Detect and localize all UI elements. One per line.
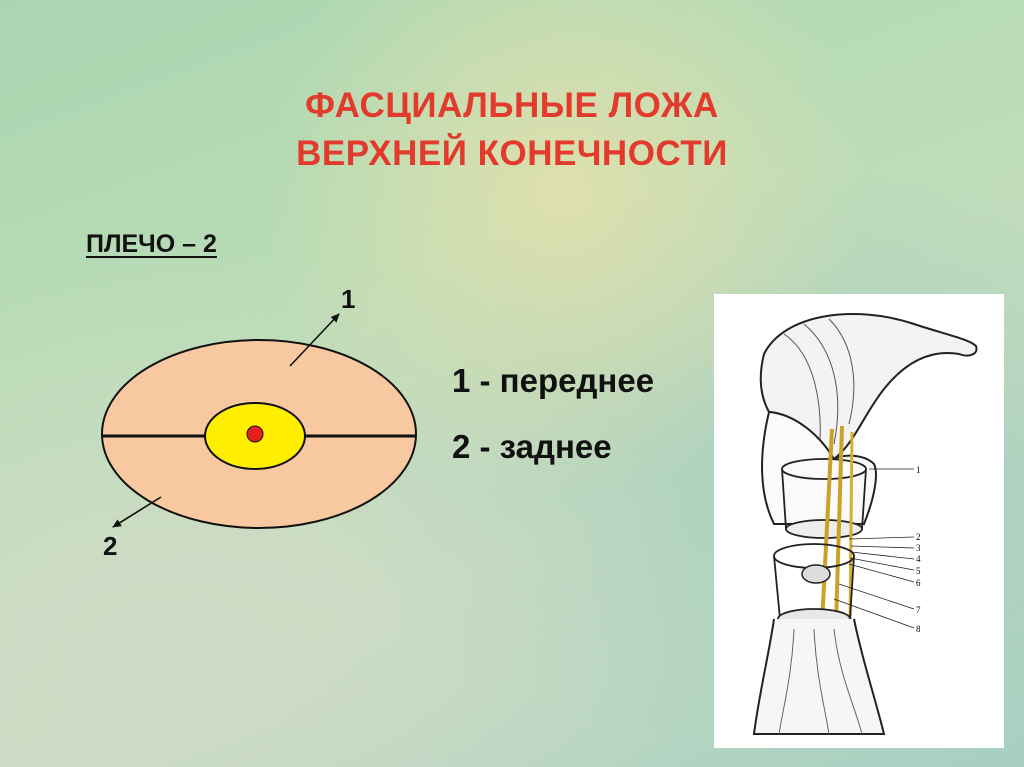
arrow-label-1: 1: [341, 284, 356, 314]
arrow-1: [289, 313, 340, 367]
section-subtitle: ПЛЕЧО – 2: [86, 230, 217, 258]
illustration-label-5: 5: [916, 566, 921, 576]
arrow-label-2: 2: [103, 531, 118, 561]
illustration-label-2: 2: [916, 532, 921, 542]
illustration-label-4: 4: [916, 554, 921, 564]
illustration-label-8: 8: [916, 624, 921, 634]
illustration-label-7: 7: [916, 605, 921, 615]
illustration-label-1: 1: [916, 465, 921, 475]
illustration-label-3: 3: [916, 543, 921, 553]
upper-arm: [761, 410, 877, 525]
title-line-2: ВЕРХНЕЙ КОНЕЧНОСТИ: [296, 134, 728, 173]
legend-item-posterior: 2 - заднее: [452, 428, 612, 465]
anatomical-illustration: 1 2 3 4 5 6 7 8: [714, 294, 1004, 748]
legend-item-anterior: 1 - переднее: [452, 362, 655, 399]
marrow-dot: [246, 425, 264, 443]
arrow-2: [112, 496, 162, 528]
arm-drawing: 1 2 3 4 5 6 7 8: [752, 313, 978, 735]
page-title: ФАСЦИАЛЬНЫЕ ЛОЖА ВЕРХНЕЙ КОНЕЧНОСТИ: [0, 82, 1024, 178]
title-line-1: ФАСЦИАЛЬНЫЕ ЛОЖА: [305, 86, 719, 125]
illustration-label-6: 6: [916, 578, 921, 588]
